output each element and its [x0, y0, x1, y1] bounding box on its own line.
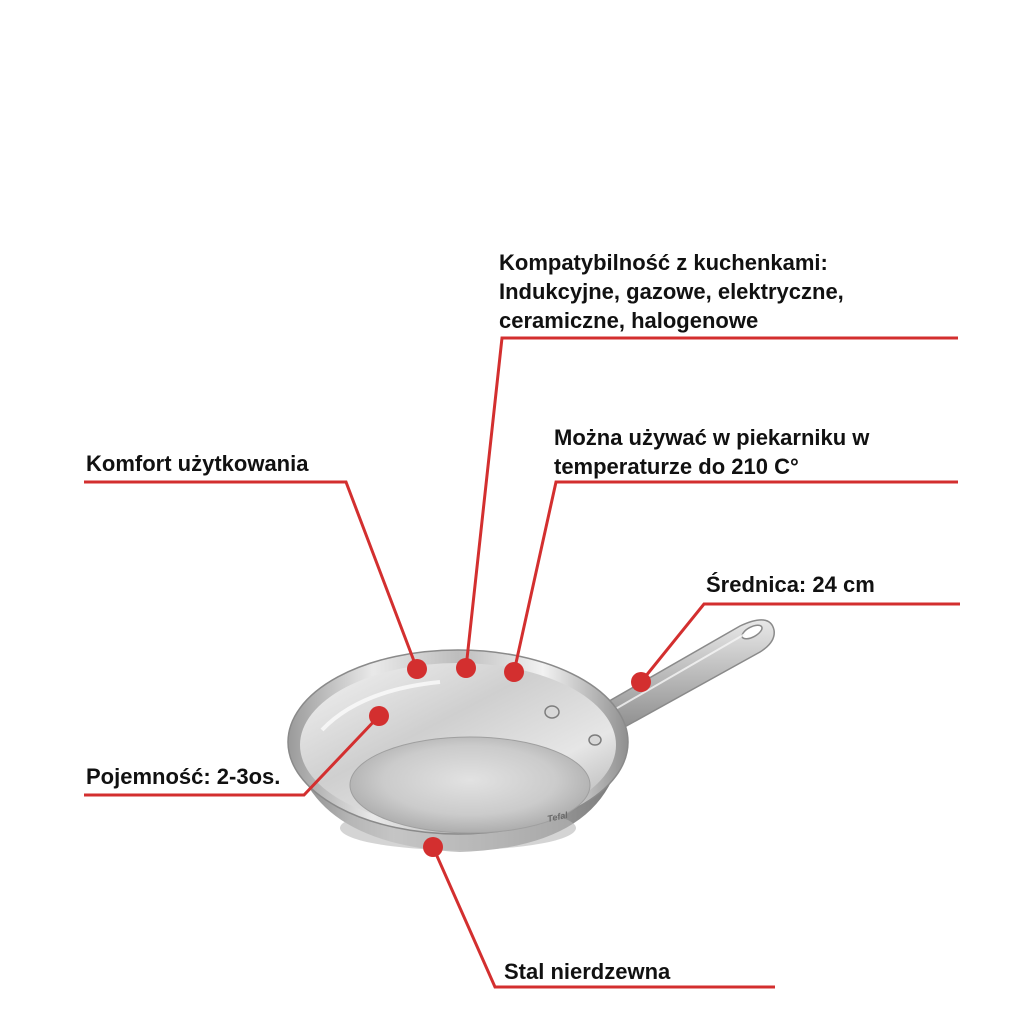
- callout-dot-diameter: [631, 672, 651, 692]
- callout-line-oven: [512, 480, 958, 673]
- callout-compatibility-line-3: ceramiczne, halogenowe: [499, 308, 759, 333]
- callout-line-material: [431, 846, 775, 989]
- callout-dot-oven: [504, 662, 524, 682]
- callout-material-line-1: Stal nierdzewna: [504, 959, 671, 984]
- pan-handle: [588, 619, 775, 735]
- callout-dot-compatibility: [456, 658, 476, 678]
- callout-line-diameter: [639, 602, 960, 683]
- callout-line-capacity: [84, 714, 381, 797]
- brand-logo: Tefal: [546, 810, 569, 824]
- callout-diameter-line-1: Średnica: 24 cm: [706, 572, 875, 597]
- callout-compatibility-line-1: Kompatybilność z kuchenkami:: [499, 250, 828, 275]
- callout-label-material: Stal nierdzewna: [504, 957, 670, 986]
- callout-oven-line-2: temperaturze do 210 C°: [554, 454, 799, 479]
- callout-dots: [369, 658, 651, 857]
- pan-rivets: [544, 705, 602, 746]
- callout-compatibility-line-2: Indukcyjne, gazowe, elektryczne,: [499, 279, 844, 304]
- pan-rim: [287, 649, 629, 835]
- callout-dot-capacity: [369, 706, 389, 726]
- callout-line-compatibility: [464, 336, 958, 669]
- callout-label-capacity: Pojemność: 2-3os.: [86, 762, 280, 791]
- callout-label-oven: Można używać w piekarniku w temperaturze…: [554, 423, 869, 481]
- callout-line-comfort: [84, 480, 419, 670]
- callout-oven-line-1: Można używać w piekarniku w: [554, 425, 870, 450]
- callout-dot-material: [423, 837, 443, 857]
- callout-label-compatibility: Kompatybilność z kuchenkami: Indukcyjne,…: [499, 248, 844, 335]
- callout-comfort-line-1: Komfort użytkowania: [86, 451, 309, 476]
- callout-label-diameter: Średnica: 24 cm: [706, 570, 875, 599]
- callout-lines: [84, 336, 960, 989]
- callout-label-comfort: Komfort użytkowania: [86, 449, 308, 478]
- callout-dot-comfort: [407, 659, 427, 679]
- callout-capacity-line-1: Pojemność: 2-3os.: [86, 764, 281, 789]
